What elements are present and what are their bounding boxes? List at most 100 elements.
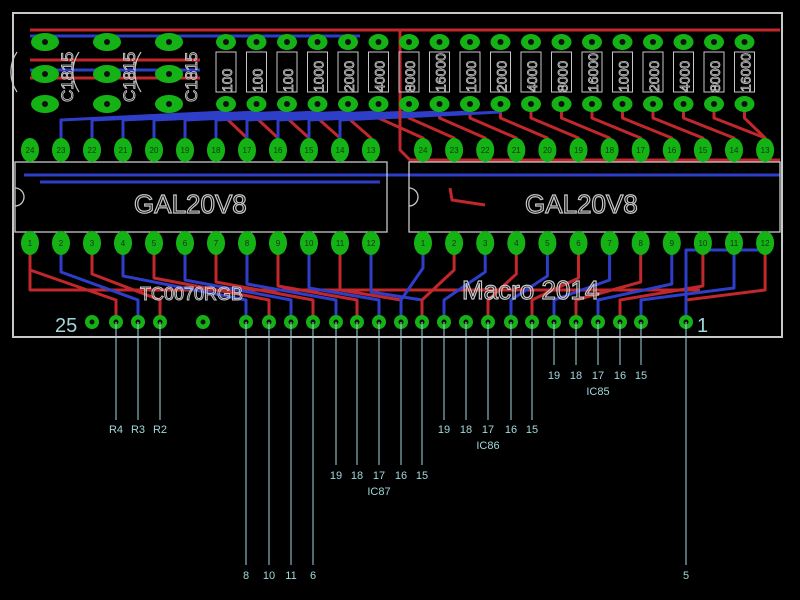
resistor-value: 2000 bbox=[341, 61, 357, 92]
ic-top-pin bbox=[631, 138, 650, 162]
resistor-output-label: R4 bbox=[109, 424, 123, 436]
resistor-body bbox=[459, 51, 481, 93]
resistor-hole bbox=[497, 39, 504, 45]
resistor-value: 100 bbox=[280, 68, 296, 92]
resistor-body bbox=[490, 51, 511, 93]
resistor-value: 4000 bbox=[372, 61, 388, 92]
ic-bottom-pin bbox=[114, 231, 132, 255]
ic1-to-connector-trace bbox=[28, 243, 118, 322]
ic2-to-connector-trace bbox=[618, 243, 705, 322]
ic2-to-connector-trace bbox=[552, 243, 612, 322]
ic1-to-connector-trace bbox=[121, 243, 248, 322]
ic1-to-connector-trace bbox=[276, 243, 359, 322]
resistor-hole bbox=[497, 101, 504, 107]
ic2-notch bbox=[408, 187, 419, 207]
pin-number: 9 bbox=[276, 239, 281, 248]
ic87-label: IC87 bbox=[367, 486, 390, 498]
resistor-hole bbox=[589, 39, 595, 45]
resistor-hole bbox=[741, 101, 748, 107]
resistor-hole bbox=[284, 39, 290, 45]
ic1-body bbox=[14, 161, 388, 233]
pin-number: 21 bbox=[119, 146, 128, 155]
transistor-hole bbox=[166, 101, 172, 107]
resistor-hole bbox=[314, 39, 321, 45]
ic2-to-connector-trace bbox=[486, 243, 518, 322]
ic-top-pin bbox=[83, 138, 101, 162]
board-name: TC0070RGB bbox=[140, 284, 243, 304]
pin-number: 17 bbox=[636, 146, 645, 155]
ic87-pin-label: 17 bbox=[373, 470, 385, 482]
ic87-pin-label: 15 bbox=[416, 470, 428, 482]
resistor-value: 8000 bbox=[555, 61, 571, 92]
signal-label: 11 bbox=[285, 570, 296, 582]
resistor-value: 16000 bbox=[738, 53, 754, 92]
ic2-to-connector-trace bbox=[574, 243, 643, 322]
ic-top-pin bbox=[21, 138, 39, 162]
ic-top-pin bbox=[600, 138, 619, 162]
ic-bottom-pin bbox=[725, 231, 743, 255]
ic2-to-connector-trace bbox=[420, 243, 456, 322]
ic1-to-connector-trace bbox=[59, 243, 140, 322]
resistor-output-label: R3 bbox=[131, 424, 145, 436]
resistor-hole bbox=[223, 101, 229, 107]
signal-label: 10 bbox=[263, 570, 275, 582]
pin-number: 15 bbox=[305, 146, 314, 155]
ic85-pin-label: 19 bbox=[548, 370, 560, 382]
ic1-notch bbox=[14, 187, 25, 207]
ic-top-pin bbox=[114, 138, 132, 162]
pin-number: 18 bbox=[605, 146, 614, 155]
resistor-hole bbox=[650, 101, 656, 107]
resistor-hole bbox=[680, 101, 687, 107]
resistor-value: 100 bbox=[219, 68, 235, 92]
ic-top-pin bbox=[300, 138, 318, 162]
resistor-body bbox=[276, 51, 298, 93]
transistor-hole bbox=[104, 39, 110, 45]
pin-number: 5 bbox=[152, 239, 157, 248]
ic-bottom-pin bbox=[693, 231, 712, 255]
ic2-to-connector-trace bbox=[509, 243, 549, 322]
resistor-value: 8000 bbox=[707, 61, 723, 92]
ic85-pin-label: 18 bbox=[570, 370, 582, 382]
transistor-label: C1815 bbox=[182, 52, 201, 102]
ic85-pin-label: 15 bbox=[635, 370, 647, 382]
resistor-body bbox=[398, 51, 420, 93]
ic85-label: IC85 bbox=[586, 386, 609, 398]
pin-number: 14 bbox=[336, 146, 345, 155]
pin-number: 11 bbox=[730, 239, 739, 248]
ic87-pin-label: 18 bbox=[351, 470, 363, 482]
resistor-body bbox=[703, 51, 725, 93]
resistor-hole bbox=[619, 101, 626, 107]
ic86-pin-label: 17 bbox=[482, 424, 494, 436]
ic2-to-connector-trace bbox=[596, 243, 674, 322]
resistor-body bbox=[215, 51, 237, 93]
right-bus-trace bbox=[398, 30, 780, 162]
pin-number: 19 bbox=[574, 146, 583, 155]
ic1-to-connector-trace bbox=[214, 243, 315, 322]
ic-top-pin bbox=[176, 138, 194, 162]
transistor-hole bbox=[166, 39, 172, 45]
ic-top-pin bbox=[725, 138, 743, 162]
resistor-hole bbox=[711, 39, 717, 45]
ic-bottom-pin bbox=[414, 231, 432, 255]
pin-number: 8 bbox=[245, 239, 250, 248]
transistor-outline bbox=[134, 51, 142, 93]
ic1-to-connector-trace bbox=[307, 243, 381, 322]
pin-number: 16 bbox=[667, 146, 676, 155]
pin-number: 24 bbox=[419, 146, 428, 155]
connector-pin-25-label: 25 bbox=[55, 315, 77, 337]
pin-number: 12 bbox=[367, 239, 376, 248]
pin-number: 4 bbox=[121, 239, 126, 248]
resistor-body bbox=[307, 51, 328, 93]
resistor-hole bbox=[345, 101, 351, 107]
ic-bottom-pin bbox=[52, 231, 70, 255]
resistor-hole bbox=[253, 101, 260, 107]
ic86-pin-label: 15 bbox=[526, 424, 538, 436]
resistor-hole bbox=[619, 39, 626, 45]
pin-number: 3 bbox=[483, 239, 488, 248]
ic-top-pin bbox=[362, 138, 380, 162]
resistor-body bbox=[368, 51, 389, 93]
